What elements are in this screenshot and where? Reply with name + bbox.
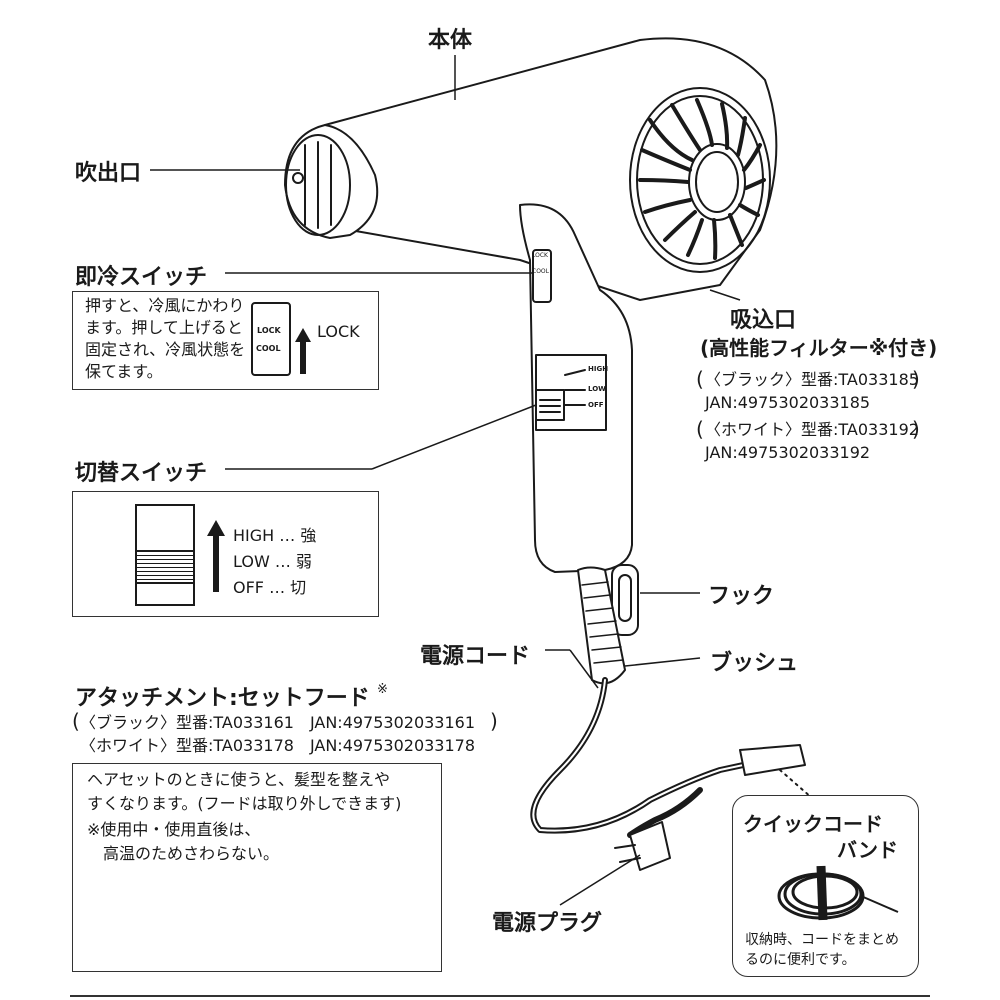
cool-line-2: ます。押して上げると [85,318,243,337]
quick-band-box: クイックコード バンド 収納時、コードをまとめ るのに便利です。 [732,795,919,977]
handle-cool-switch [532,249,552,303]
attachment-mark: ※ [377,682,388,697]
up-arrow-icon [295,328,311,374]
attachment-desc-2: すくなります。(フードは取り外しできます) [87,794,402,813]
outlet-label: 吹出口 [75,161,142,186]
hook-label: フック [708,584,775,609]
slide-knob [137,550,193,584]
up-arrow-icon [207,520,225,592]
handle-high-text: HIGH [588,365,609,373]
cool-line-3: 固定され、冷風状態を [85,340,246,359]
filter-white-model: 〈ホワイト〉型番:TA033192 [705,420,919,439]
handle-cool-text: COOL [532,268,549,275]
plug-label: 電源プラグ [492,911,603,936]
paren-open-2: ( [696,417,704,441]
level-low: LOW … 弱 [233,552,312,571]
intake-label: 吸込口 [730,308,797,333]
handle-lock-text: LOCK [532,252,548,259]
attachment-warn-2: 高温のためさわらない。 [87,844,280,863]
cool-switch-box: 押すと、冷風にかわり ます。押して上げると 固定され、冷風状態を 保てます。 L… [72,291,379,390]
cool-switch-diagram: LOCK COOL [251,302,291,376]
bush-label: ブッシュ [710,651,799,676]
quick-band-title-2: バンド [837,838,898,862]
hood-black-model: 〈ブラック〉型番:TA033161 JAN:4975302033161 [80,713,476,732]
outlet-grille [285,134,351,236]
attachment-title: アタッチメント:セットフード [75,686,370,711]
quick-band-desc-2: るのに便利です。 [745,952,856,968]
level-off: OFF … 切 [233,578,307,597]
intake-subtitle: (高性能フィルター※付き) [700,336,938,360]
filter-black-model: 〈ブラック〉型番:TA033185 [705,370,919,389]
switch-label: 切替スイッチ [75,461,208,486]
switch-cool-text: COOL [256,344,281,353]
attachment-box: ヘアセットのときに使うと、髪型を整えや すくなります。(フードは取り外しできます… [72,763,442,972]
quick-band-title-1: クイックコード [743,812,883,836]
paren-open-1: ( [696,367,704,391]
switch-lock-text: LOCK [257,326,281,335]
bush [577,566,626,685]
paren-close-3: ) [490,709,498,733]
filter-black-jan: JAN:4975302033185 [705,393,871,412]
lock-arrow-label: LOCK [317,322,360,341]
level-high: HIGH … 強 [233,526,317,545]
handle-low-text: LOW [588,385,606,393]
hood-white-model: 〈ホワイト〉型番:TA033178 JAN:4975302033178 [80,736,476,755]
filter-white-jan: JAN:4975302033192 [705,443,871,462]
attachment-desc-1: ヘアセットのときに使うと、髪型を整えや [87,770,391,789]
intake-ring [629,87,771,273]
cool-line-1: 押すと、冷風にかわり [85,296,245,315]
cool-line-4: 保てます。 [85,362,163,381]
attachment-warn-1: ※使用中・使用直後は、 [87,820,261,839]
handle-off-text: OFF [588,401,604,409]
quick-band-desc-1: 収納時、コードをまとめ [745,932,899,948]
cord-label: 電源コード [420,644,531,669]
body-label: 本体 [428,28,473,53]
slide-switch-diagram [135,504,195,606]
paren-close-2: ) [912,417,920,441]
cool-switch-label: 即冷スイッチ [75,265,208,290]
coiled-cord-icon [777,865,899,921]
paren-open-3: ( [72,709,80,733]
switch-box: HIGH … 強 LOW … 弱 OFF … 切 [72,491,379,617]
paren-close-1: ) [912,367,920,391]
